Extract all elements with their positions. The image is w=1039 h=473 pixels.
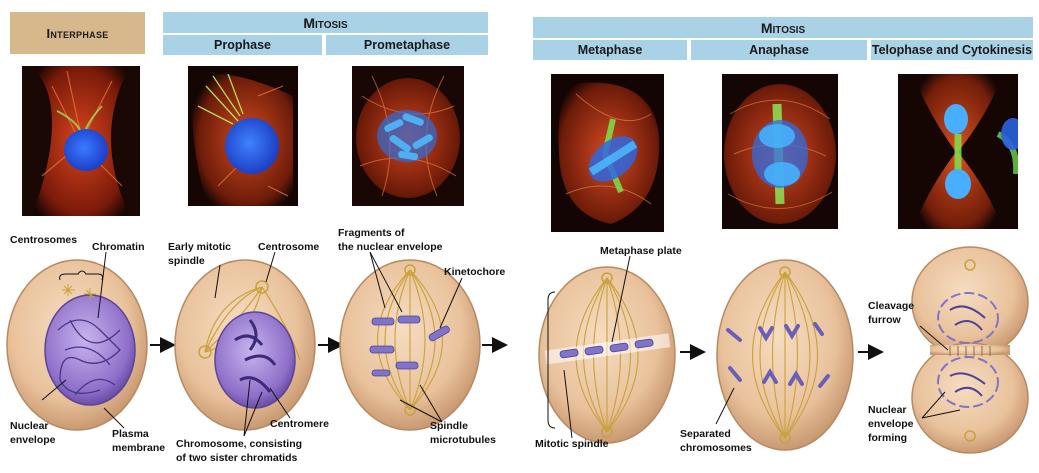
prometaphase-cell <box>339 259 481 431</box>
interphase-header: Interphase <box>10 12 145 54</box>
label-spindle-microtubules-line2: microtubules <box>430 434 496 446</box>
metaphase-micrograph <box>551 74 664 232</box>
prometaphase-micrograph <box>352 66 464 206</box>
label-plasma-membrane-line1: Plasma <box>112 428 149 440</box>
anaphase-micrograph <box>722 74 838 229</box>
anaphase-cell <box>716 259 854 451</box>
metaphase-title: Metaphase <box>577 43 643 57</box>
label-cleavage-line2: furrow <box>868 314 901 326</box>
label-spindle-microtubules-line1: Spindle <box>430 420 468 432</box>
label-separated-line1: Separated <box>680 428 731 440</box>
telophase-micrograph <box>898 74 1018 229</box>
mitosis-right-header: Mitosis <box>533 17 1033 38</box>
interphase-title: Interphase <box>46 25 109 41</box>
telophase-title: Telophase and Cytokinesis <box>871 43 1033 57</box>
label-centrosomes: Centrosomes <box>10 234 78 246</box>
label-plasma-membrane-line2: membrane <box>112 442 166 454</box>
label-mitotic-spindle: Mitotic spindle <box>535 438 609 450</box>
prophase-cell <box>174 259 316 431</box>
label-fragments-line2: the nuclear envelope <box>338 241 443 253</box>
label-separated-line2: chromosomes <box>680 442 752 454</box>
label-nuclear-envelope-line2: envelope <box>10 434 56 446</box>
label-nuclear-envelope-line1: Nuclear <box>10 420 49 432</box>
label-centrosome: Centrosome <box>258 241 320 253</box>
label-chromosome-line1: Chromosome, consisting <box>176 438 303 450</box>
prometaphase-header: Prometaphase <box>326 35 488 55</box>
prophase-micrograph <box>188 66 298 206</box>
label-nuclear-envelope-forming-line1: Nuclear <box>868 404 907 416</box>
anaphase-header: Anaphase <box>691 40 867 60</box>
telophase-header: Telophase and Cytokinesis <box>871 40 1033 60</box>
label-fragments-line1: Fragments of <box>338 227 405 239</box>
label-nuclear-envelope-forming-line2: envelope <box>868 418 914 430</box>
prophase-title: Prophase <box>214 38 271 52</box>
label-early-spindle-line2: spindle <box>168 255 205 267</box>
metaphase-cell <box>538 266 676 444</box>
label-metaphase-plate: Metaphase plate <box>600 245 682 257</box>
anaphase-title: Anaphase <box>749 43 809 57</box>
telophase-cell <box>911 246 1029 454</box>
interphase-micrograph <box>22 66 140 216</box>
label-kinetochore: Kinetochore <box>444 266 506 278</box>
metaphase-header: Metaphase <box>533 40 687 60</box>
prophase-header: Prophase <box>163 35 322 55</box>
prometaphase-title: Prometaphase <box>363 38 451 52</box>
interphase-cell <box>6 259 148 431</box>
mitosis-left-title: Mitosis <box>303 14 348 31</box>
label-nuclear-envelope-forming-line3: forming <box>868 432 908 444</box>
mitosis-left-header: Mitosis <box>163 12 488 33</box>
label-chromatin: Chromatin <box>92 241 145 253</box>
label-chromosome-line2: of two sister chromatids <box>176 452 298 464</box>
label-cleavage-line1: Cleavage <box>868 300 915 312</box>
mitosis-right-title: Mitosis <box>760 19 806 36</box>
label-early-spindle-line1: Early mitotic <box>168 241 232 253</box>
label-centromere: Centromere <box>270 418 329 430</box>
